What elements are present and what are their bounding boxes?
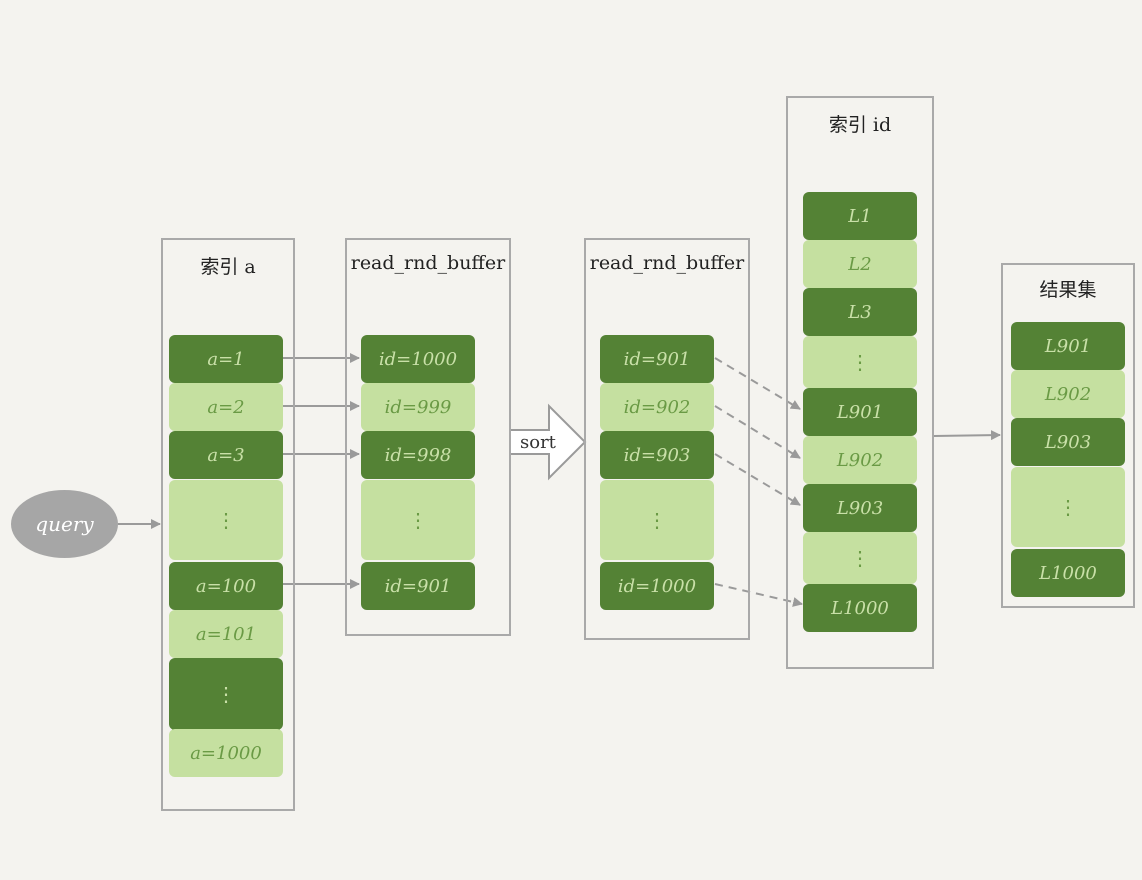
result-set-cell: L1000 [1011,549,1125,597]
dashed-arrow-902 [714,405,801,459]
index-id-ellipsis: ⋮ [803,336,917,388]
dashed-arrow-901 [714,357,801,410]
buffer-sorted-frame: read_rnd_buffer id=901 id=902 id=903 ⋮ i… [584,238,750,640]
index-id-cell: L3 [803,288,917,336]
index-a-cell: a=2 [169,383,283,431]
result-arrow [933,430,1001,441]
dashed-arrow-903 [714,453,801,506]
buffer-unsorted-cell: id=901 [361,562,475,610]
index-a-cell: a=100 [169,562,283,610]
index-a-cell: a=3 [169,431,283,479]
buffer-sorted-cell: id=903 [600,431,714,479]
index-id-title: 索引 id [828,114,892,136]
index-id-cell: L901 [803,388,917,436]
index-a-title: 索引 a [200,256,256,278]
buffer-unsorted-title: read_rnd_buffer [350,252,506,274]
index-a-cell: a=1000 [169,729,283,777]
index-a-ellipsis: ⋮ [169,658,283,730]
buffer-unsorted-cell: id=1000 [361,335,475,383]
buffer-sorted-cell: id=1000 [600,562,714,610]
index-id-cell: L1 [803,192,917,240]
query-node: query [11,490,118,558]
buffer-unsorted-cell: id=999 [361,383,475,431]
result-set-cell: L902 [1011,370,1125,418]
buffer-sorted-ellipsis: ⋮ [600,480,714,560]
index-id-ellipsis: ⋮ [803,532,917,584]
buffer-unsorted-cell: id=998 [361,431,475,479]
result-set-frame: 结果集 L901 L902 L903 ⋮ L1000 [1001,263,1135,608]
index-a-ellipsis: ⋮ [169,480,283,560]
buffer-sorted-title: read_rnd_buffer [589,252,745,274]
buffer-sorted-cell: id=902 [600,383,714,431]
result-set-title: 结果集 [1039,279,1097,301]
index-id-cell: L1000 [803,584,917,632]
index-id-frame: 索引 id L1 L2 L3 ⋮ L901 L902 L903 ⋮ L1000 [786,96,934,669]
result-set-ellipsis: ⋮ [1011,467,1125,547]
index-id-cell: L2 [803,240,917,288]
index-a-cell: a=101 [169,610,283,658]
buffer-unsorted-frame: read_rnd_buffer id=1000 id=999 id=998 ⋮ … [345,238,511,636]
query-label: query [35,512,94,536]
index-a-frame: 索引 a a=1 a=2 a=3 ⋮ a=100 a=101 ⋮ a=1000 [161,238,295,811]
index-id-cell: L902 [803,436,917,484]
index-a-cell: a=1 [169,335,283,383]
sort-label: sort [520,432,556,453]
result-set-cell: L903 [1011,418,1125,466]
buffer-unsorted-ellipsis: ⋮ [361,480,475,560]
buffer-sorted-cell: id=901 [600,335,714,383]
index-id-cell: L903 [803,484,917,532]
result-set-cell: L901 [1011,322,1125,370]
